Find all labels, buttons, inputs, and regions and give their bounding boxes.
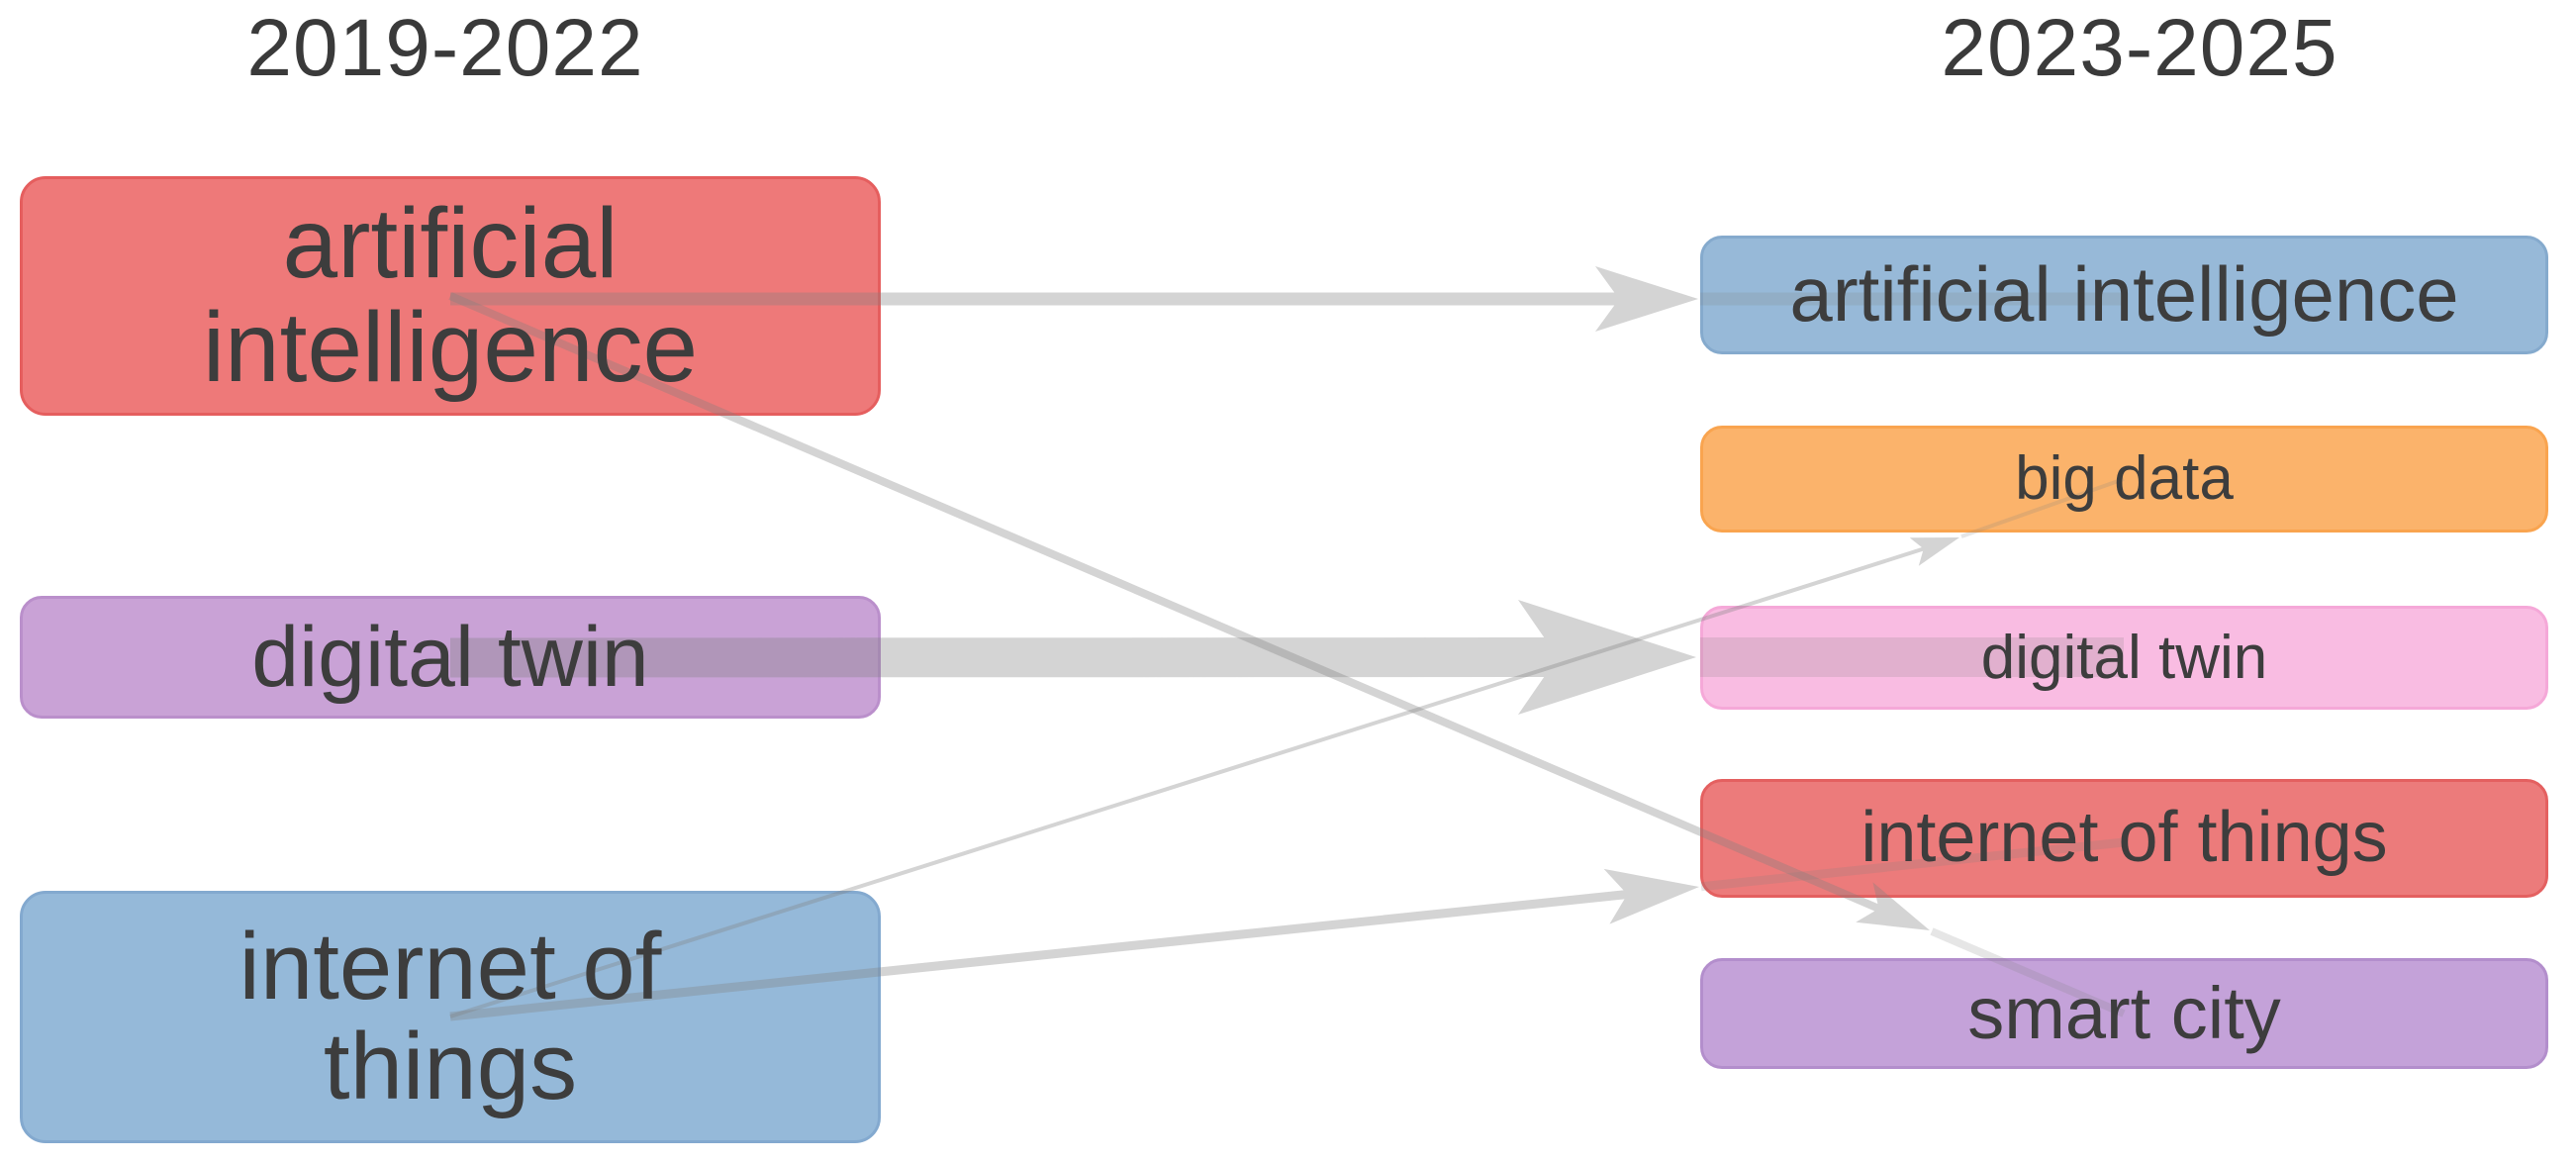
node-right-big-data xyxy=(1700,426,2548,533)
period-header-2023-2025: 2023-2025 xyxy=(1941,3,2338,93)
node-right-digital-twin xyxy=(1700,606,2548,710)
node-label-right-artificial-intelligence: artificial intelligence xyxy=(1789,250,2459,339)
node-label-left-internet-of-things: internet of things xyxy=(239,913,662,1119)
node-label-left-artificial-intelligence: artificial intelligence xyxy=(202,188,699,403)
node-label-right-internet-of-things: internet of things xyxy=(1860,798,2388,878)
node-left-digital-twin xyxy=(20,596,881,719)
period-header-2019-2022: 2019-2022 xyxy=(246,3,644,93)
node-label-left-digital-twin: digital twin xyxy=(251,609,649,705)
node-right-artificial-intelligence xyxy=(1700,236,2548,354)
node-left-artificial-intelligence xyxy=(20,176,881,416)
node-right-smart-city xyxy=(1700,958,2548,1069)
node-label-right-big-data: big data xyxy=(2015,444,2234,514)
node-label-right-smart-city: smart city xyxy=(1967,972,2281,1055)
node-right-internet-of-things xyxy=(1700,779,2548,898)
node-left-internet-of-things xyxy=(20,891,881,1143)
node-label-right-digital-twin: digital twin xyxy=(1980,623,2268,692)
